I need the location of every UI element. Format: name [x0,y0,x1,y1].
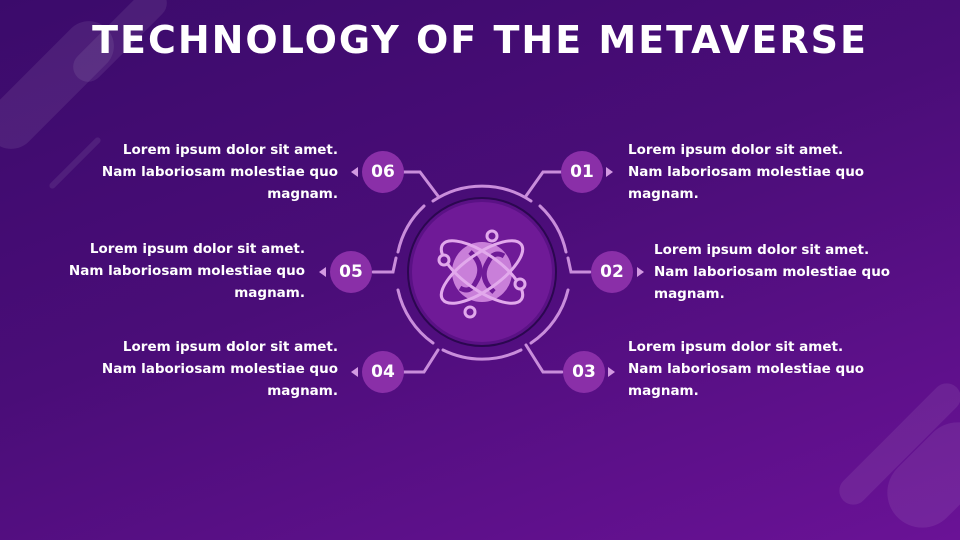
item-text-05: Lorem ipsum dolor sit amet. Nam laborios… [68,241,305,301]
item-text-03: Lorem ipsum dolor sit amet. Nam laborios… [628,339,865,399]
arrow-right-icon [608,367,615,377]
item-text-06: Lorem ipsum dolor sit amet. Nam laborios… [101,142,338,202]
badge-02: 02 [591,251,633,293]
badge-03: 03 [563,351,605,393]
outer-ring [396,184,570,361]
arrow-left-icon [351,367,358,377]
badge-06: 06 [362,151,404,193]
arrow-right-icon [637,267,644,277]
arrow-left-icon [319,267,326,277]
connectors [371,170,592,374]
item-text-04: Lorem ipsum dolor sit amet. Nam laborios… [101,339,338,399]
atom-planet-icon [437,229,527,319]
arrow-right-icon [606,167,613,177]
item-text-01: Lorem ipsum dolor sit amet. Nam laborios… [628,142,865,202]
item-text-02: Lorem ipsum dolor sit amet. Nam laborios… [654,242,891,302]
badge-01: 01 [561,151,603,193]
slide-title: TECHNOLOGY OF THE METAVERSE [92,18,868,62]
badge-04: 04 [362,351,404,393]
badge-05: 05 [330,251,372,293]
arrow-left-icon [351,167,358,177]
